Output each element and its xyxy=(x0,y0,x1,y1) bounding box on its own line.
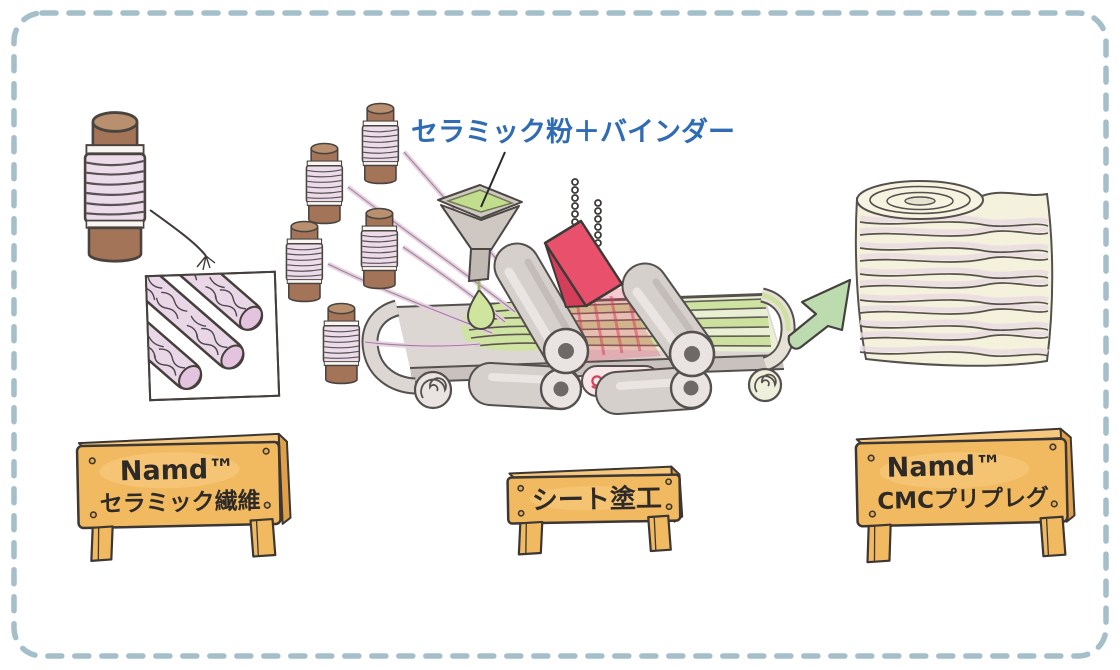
prepreg-roll xyxy=(854,180,1054,367)
funnel-slurry-surface xyxy=(445,189,515,213)
press-roller-bottom-left xyxy=(468,362,583,411)
spool-thread xyxy=(149,209,207,257)
heat-lamp xyxy=(543,219,624,309)
sign-cmc-prepreg: Namd™ CMCプリプレグ xyxy=(854,427,1076,564)
prepreg-stripe-shading xyxy=(859,215,1049,355)
label-pointer-line xyxy=(480,151,506,208)
sign-sheet-coating: シート塗工 xyxy=(506,465,684,556)
fiber-spool xyxy=(361,102,400,185)
sheet-right-curl xyxy=(747,287,796,403)
flow-arrow-icon xyxy=(787,278,852,350)
sign-nails xyxy=(88,447,271,519)
heat-lamp-body xyxy=(543,219,624,308)
sign-legs xyxy=(90,517,277,562)
press-roller-bottom-right xyxy=(595,366,713,415)
sign-nails xyxy=(517,478,673,517)
belt-left-curl xyxy=(361,299,453,410)
press-roller-top-right xyxy=(621,262,716,378)
sign-legs xyxy=(517,514,672,556)
lamp-chain-right xyxy=(594,199,602,247)
sign-fiber-line1: Namd™ xyxy=(120,454,236,487)
sign-ceramic-fiber: Namd™ セラミック繊維 xyxy=(75,432,292,562)
fiber-spool xyxy=(322,302,361,385)
coating-funnel xyxy=(437,184,523,330)
thread-fray xyxy=(196,255,216,271)
press-roller-top-left xyxy=(493,242,590,375)
fiber-spool xyxy=(360,207,399,290)
sign-prepreg-line2: CMCプリプレグ xyxy=(877,484,1049,515)
sign-legs xyxy=(866,515,1067,564)
sign-coating-line1: シート塗工 xyxy=(532,483,663,516)
fiber-closeup-box xyxy=(144,270,281,402)
slurry-drop xyxy=(466,288,496,330)
sign-prepreg-line1: Namd™ xyxy=(886,450,1002,484)
slurry-label: セラミック粉＋バインダー xyxy=(411,116,735,148)
prepreg-roll-end xyxy=(856,180,984,220)
lamp-chain-left xyxy=(571,178,579,226)
sign-fiber-line2: セラミック繊維 xyxy=(99,487,261,517)
sign-nails xyxy=(867,443,1058,518)
large-fiber-spool xyxy=(83,111,216,271)
fiber-spool xyxy=(285,220,324,303)
prepreg-stripes xyxy=(859,221,1049,358)
fiber-spool xyxy=(305,142,344,225)
dashed-border xyxy=(11,10,1109,659)
